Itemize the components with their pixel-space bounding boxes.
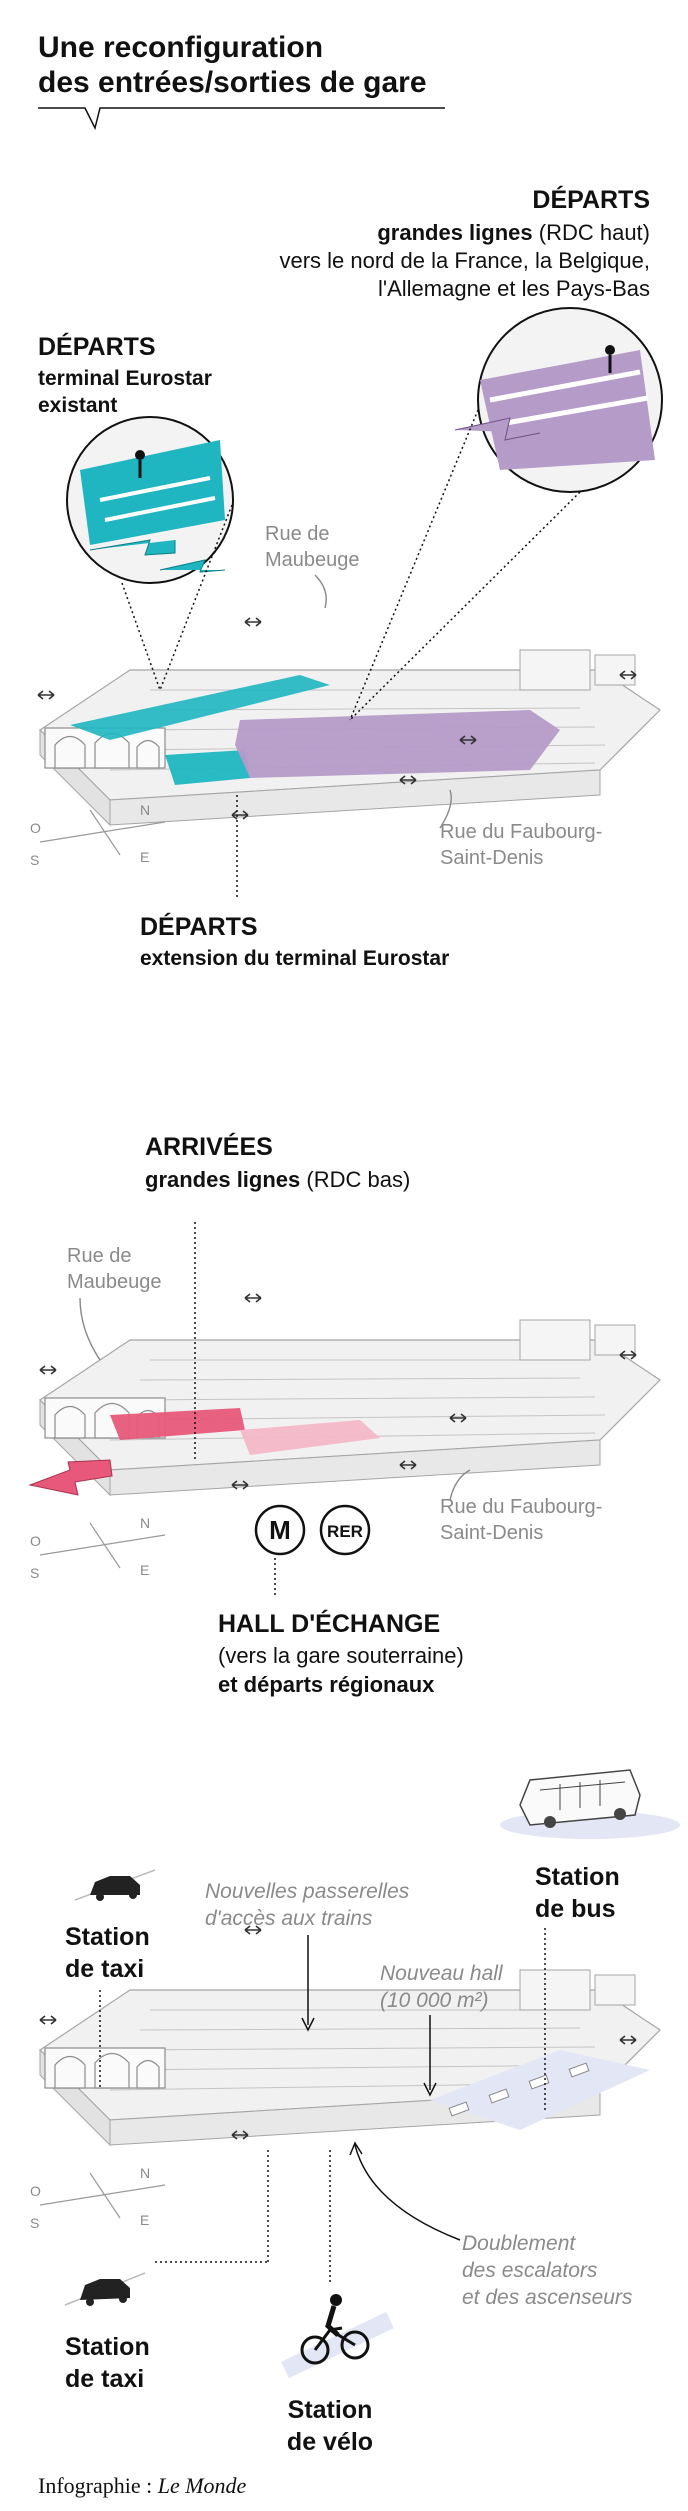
extension-heading: DÉPARTS <box>140 912 258 941</box>
zone-hall-echange <box>240 1420 380 1455</box>
hall-line2: et départs régionaux <box>218 1672 435 1697</box>
svg-text:O: O <box>30 820 41 836</box>
escalators-line1: Doublement <box>462 2232 576 2255</box>
svg-text:S: S <box>30 852 39 868</box>
station-diagram-arrivees <box>28 1293 661 1496</box>
departs-gl-line1: grandes lignes (RDC haut) <box>377 220 650 245</box>
extension-line1: extension du terminal Eurostar <box>140 947 449 970</box>
rue-maubeuge-2-line1: Rue de <box>67 1245 132 1267</box>
nouveau-hall-line1: Nouveau hall <box>380 1962 504 1985</box>
arrivees-heading: ARRIVÉES <box>145 1132 273 1161</box>
svg-text:E: E <box>140 2212 149 2228</box>
velo-line1: Station <box>288 2396 373 2424</box>
taxi-bottom-line2: de taxi <box>65 2365 144 2393</box>
velo-line2: de vélo <box>287 2428 373 2456</box>
departs-gl-heading: DÉPARTS <box>532 185 650 214</box>
rue-faubourg-1-line1: Rue du Faubourg- <box>440 821 602 843</box>
taxi-top-line1: Station <box>65 1923 150 1951</box>
svg-text:E: E <box>140 1562 149 1578</box>
departs-gl-line2: vers le nord de la France, la Belgique, <box>279 248 650 273</box>
bus-icon <box>500 1769 680 1839</box>
zoom-grandes-lignes <box>349 307 663 721</box>
svg-text:N: N <box>140 2165 150 2181</box>
credit: Infographie : Le Monde <box>38 2473 247 2498</box>
svg-text:E: E <box>140 849 149 865</box>
svg-text:O: O <box>30 2183 41 2199</box>
svg-text:N: N <box>140 1515 150 1531</box>
title-line-2: des entrées/sorties de gare <box>38 66 427 99</box>
metro-badge: M <box>254 1504 306 1556</box>
zone-bus <box>430 2050 650 2130</box>
escalators-line3: et des ascenseurs <box>462 2286 633 2309</box>
zone-arrivees <box>110 1408 245 1440</box>
rue-faubourg-1-line2: Saint-Denis <box>440 847 543 869</box>
station-diagram-acces <box>39 1925 661 2146</box>
zoom-eurostar <box>66 416 234 691</box>
rue-maubeuge-1-line1: Rue de <box>265 523 330 545</box>
svg-text:RER: RER <box>327 1522 363 1541</box>
zone-eurostar-extension <box>165 750 250 785</box>
taxi-icon-bottom <box>64 2272 146 2306</box>
rue-maubeuge-2-line2: Maubeuge <box>67 1271 162 1293</box>
svg-text:S: S <box>30 2215 39 2231</box>
rer-badge: RER <box>319 1504 371 1556</box>
rue-faubourg-2-line1: Rue du Faubourg- <box>440 1496 602 1518</box>
taxi-bottom-line1: Station <box>65 2333 150 2361</box>
rue-faubourg-2-line2: Saint-Denis <box>440 1522 543 1544</box>
bicycle-icon <box>281 2294 394 2379</box>
departs-eurostar-line1: terminal Eurostar <box>38 367 212 390</box>
nouveau-hall-line2: (10 000 m²) <box>380 1989 489 2012</box>
hall-heading: HALL D'ÉCHANGE <box>218 1609 440 1638</box>
taxi-top-line2: de taxi <box>65 1955 144 1983</box>
title-underline <box>38 107 445 131</box>
hall-line1: (vers la gare souterraine) <box>218 1643 464 1668</box>
departs-eurostar-line2: existant <box>38 394 117 417</box>
bus-line1: Station <box>535 1863 620 1891</box>
arrivees-line1: grandes lignes (RDC bas) <box>145 1167 410 1192</box>
bus-line2: de bus <box>535 1895 616 1923</box>
svg-text:O: O <box>30 1533 41 1549</box>
passerelles-line2: d'accès aux trains <box>205 1907 373 1930</box>
zone-eurostar-existing <box>70 675 330 740</box>
zone-grandes-lignes-departs <box>235 710 560 778</box>
departs-gl-line3: l'Allemagne et les Pays-Bas <box>378 276 650 301</box>
rue-maubeuge-1-line2: Maubeuge <box>265 549 360 571</box>
title-line-1: Une reconfiguration <box>38 31 323 64</box>
compass-2: O N S E <box>30 1515 166 1581</box>
section-arrivees: ARRIVÉES grandes lignes (RDC bas) Rue de… <box>28 1132 661 1697</box>
station-diagram-departs <box>37 617 661 826</box>
svg-text:N: N <box>140 802 150 818</box>
section-departs: DÉPARTS grandes lignes (RDC haut) vers l… <box>30 185 663 970</box>
arrivees-exit-arrow <box>28 1459 113 1496</box>
departs-eurostar-heading: DÉPARTS <box>38 332 156 361</box>
compass-1: O N S E <box>30 802 166 868</box>
section-acces: Station de taxi Station de bus Nouvelles… <box>30 1769 680 2456</box>
passerelles-line1: Nouvelles passerelles <box>205 1880 410 1903</box>
svg-text:M: M <box>269 1515 291 1545</box>
taxi-icon-top <box>74 1869 156 1901</box>
escalators-line2: des escalators <box>462 2259 598 2282</box>
compass-3: O N S E <box>30 2165 166 2231</box>
svg-text:S: S <box>30 1565 39 1581</box>
